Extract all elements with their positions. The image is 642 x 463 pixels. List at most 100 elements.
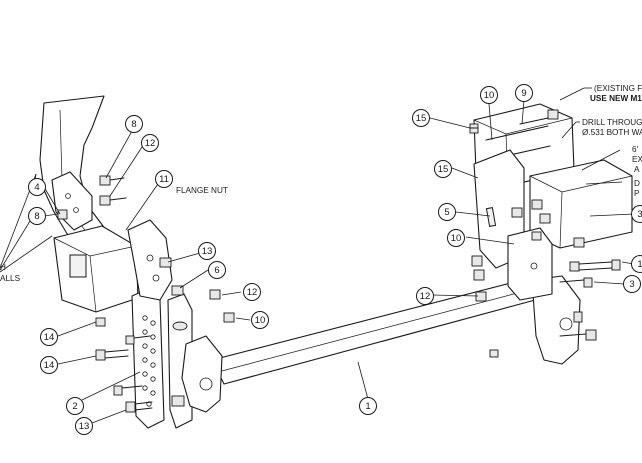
callout-c8a: 8 [125,115,143,133]
washer-10 [172,321,188,331]
note-use-new: USE NEW M1 [590,94,642,103]
callout-c2: 2 [66,397,84,415]
callout-number: 15 [438,164,449,175]
callout-c15b: 15 [434,160,452,178]
callout-circle [434,160,452,178]
callout-number: 9 [521,88,526,99]
callout-c10a: 10 [251,311,269,329]
callout-number: 11 [159,174,169,185]
callout-circle [251,311,269,329]
callout-c13a: 13 [198,242,216,260]
callout-c9: 9 [515,84,533,102]
note-right-p: P [634,189,640,198]
callout-number: 12 [420,291,431,302]
nut-13 [159,257,172,268]
callout-circle [623,275,641,293]
callout-c3b: 3 [623,275,641,293]
callout-c13b: 13 [75,417,93,435]
note-left-alls: ALLS [0,274,21,283]
callout-number: 14 [44,332,55,343]
left-bracket-assembly [39,95,235,429]
callout-circle [438,203,456,221]
left-mount-plate [51,171,93,231]
callout-c11: 11 [155,170,173,188]
callout-number: 3 [629,279,634,290]
note-existing-fasteners: (EXISTING FAS [594,84,642,93]
callout-number: 12 [247,287,258,298]
callout-circle [40,328,58,346]
callout-number: 10 [451,233,462,244]
callout-c8b: 8 [28,207,46,225]
callout-circle [198,242,216,260]
callout-number: 8 [34,211,39,222]
callout-c10c: 10 [447,229,465,247]
callout-circle [155,170,173,188]
note-right-ex: EX [632,155,642,164]
callout-number: 1 [365,401,370,412]
callout-circle [208,261,226,279]
notes: FLANGE NUT (EXISTING FAS USE NEW M1 DRIL… [0,84,642,283]
nut-12 [209,289,221,300]
vertical-plate-holes [142,315,156,407]
note-right-d: D [634,179,640,188]
callout-number: 10 [484,90,495,101]
callout-number: 5 [444,207,449,218]
callout-circle [412,109,430,127]
note-right-6: 6' [632,145,639,154]
left-vertical-plate [131,287,165,429]
note-left-h: H [0,263,6,272]
callout-circle [66,397,84,415]
callout-number: 14 [44,360,55,371]
callout-circle [416,287,434,305]
callout-circle [359,397,377,415]
leader-lines [0,87,635,424]
callout-c12b: 12 [243,283,261,301]
note-drill-diameter: Ø.531 BOTH WA [582,128,642,137]
callout-circle [125,115,143,133]
callout-circle [515,84,533,102]
callout-circle [480,86,498,104]
callout-c5: 5 [438,203,456,221]
callout-circle [631,255,642,273]
callout-circle [141,134,159,152]
callout-c15a: 15 [412,109,430,127]
left-box-beam [53,225,139,313]
callout-circle [40,356,58,374]
callout-circle [28,178,46,196]
callout-number: 1 [637,259,642,270]
callout-c12a: 12 [141,134,159,152]
callout-number: 12 [145,138,156,149]
callout-number: 8 [131,119,136,130]
callout-circle [28,207,46,225]
callout-number: 4 [34,182,39,193]
callout-c12c: 12 [416,287,434,305]
note-flange-nut: FLANGE NUT [176,186,228,195]
callout-number: 3 [637,209,642,220]
callout-number: 13 [202,246,213,257]
callout-circle [75,417,93,435]
callout-c1: 1 [359,397,377,415]
bolts-14 [95,317,153,413]
callout-c10b: 10 [480,86,498,104]
callout-c14a: 14 [40,328,58,346]
callout-number: 13 [79,421,90,432]
right-end-plate [531,275,581,365]
callout-c3a: 3 [631,205,642,223]
box-beam-slot [69,254,87,278]
callout-c14b: 14 [40,356,58,374]
callout-circle [447,229,465,247]
callout-circle [631,205,642,223]
right-mount-block [507,227,553,301]
callout-c6: 6 [208,261,226,279]
note-right-a: A [634,165,640,174]
callout-circle [243,283,261,301]
callout-number: 10 [255,315,266,326]
callout-number: 15 [416,113,427,124]
cross-tube-body [211,275,551,385]
callout-number: 6 [214,265,219,276]
left-end-plate [181,335,223,413]
callout-c4: 4 [28,178,46,196]
